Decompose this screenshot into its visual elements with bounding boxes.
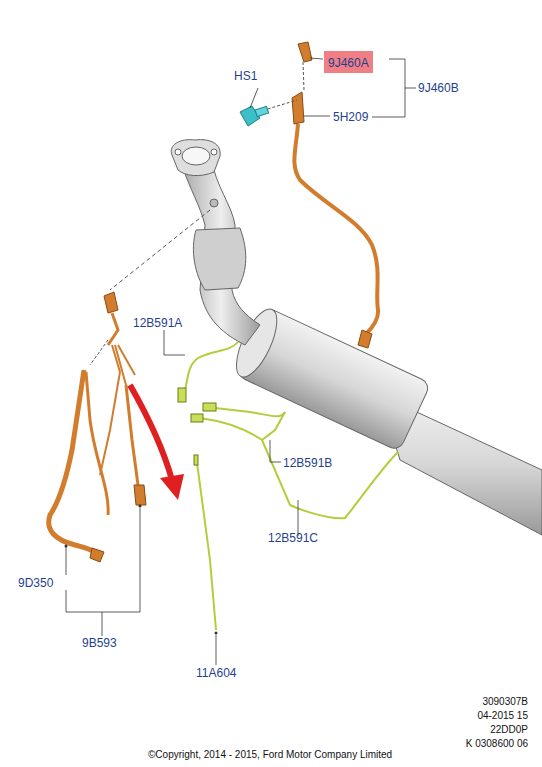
callout-number: 11A604	[196, 666, 236, 680]
callout-number: 9J460B	[418, 81, 459, 95]
callout-number: 12B591A	[133, 316, 182, 330]
callout-number: 9D350	[18, 576, 53, 590]
note-text: ©Copyright, 2014 - 2015, Ford Motor Comp…	[148, 749, 392, 761]
note-text: 04-2015 15	[477, 710, 528, 722]
note-text: 3090307B	[482, 696, 528, 708]
note-text: K 0308600 06	[466, 738, 528, 750]
callout-number: HS1	[234, 69, 257, 83]
note-text: 22DD0P	[490, 724, 528, 736]
callout-number: 12B591C	[268, 531, 318, 545]
highlighted-callout: 9J460A	[324, 51, 373, 73]
callout-number: 9B593	[82, 636, 117, 650]
callout-number: 12B591B	[283, 456, 332, 470]
callout-number: 5H209	[333, 110, 368, 124]
callout-number: 9J460A	[328, 56, 369, 70]
